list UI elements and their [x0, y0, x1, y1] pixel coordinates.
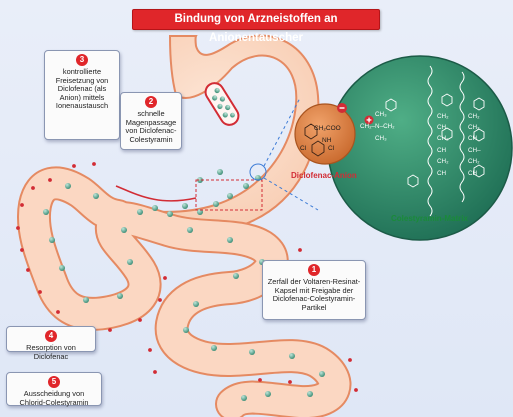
callout-3-text: kontrollierte Freisetzung von Diclofenac… [55, 67, 109, 111]
svg-text:CH–: CH– [468, 147, 481, 154]
step-number-1: 1 [308, 264, 320, 276]
release-zone [195, 179, 263, 211]
callout-2-text: schnelle Magenpassage von Diclofenac-Col… [125, 109, 177, 144]
svg-text:CH: CH [437, 147, 447, 154]
colestyramin-matrix [327, 55, 513, 241]
svg-text:CH: CH [468, 170, 478, 177]
svg-text:CH₂: CH₂ [437, 113, 449, 120]
step-number-4: 4 [45, 330, 57, 342]
intestine [17, 166, 352, 417]
matrix-label: Colestyramin-Matrix [391, 214, 468, 223]
callout-1: 1 Zerfall der Voltaren-Resinat-Kapsel mi… [262, 260, 366, 320]
zoom-lines [249, 97, 319, 211]
callout-3: 3 kontrollierte Freisetzung von Diclofen… [44, 50, 120, 140]
passage-arrow [115, 185, 197, 202]
svg-text:CH₂COO: CH₂COO [314, 125, 341, 132]
svg-text:CH₂: CH₂ [468, 124, 480, 131]
callout-4-text: Resorption von Diclofenac [26, 343, 76, 361]
svg-text:CH₂–N–CH₂: CH₂–N–CH₂ [360, 123, 395, 130]
svg-text:CH₃: CH₃ [375, 135, 387, 142]
absorption-arrows [16, 162, 358, 392]
callout-5: 5 Ausscheidung von Chlorid-Colestyramin [6, 372, 102, 406]
svg-text:Cl: Cl [328, 145, 335, 152]
chem-formula-diclofenac: CH₂COO NH Cl Cl [300, 125, 341, 152]
svg-text:CH: CH [468, 135, 478, 142]
callout-4: 4 Resorption von Diclofenac [6, 326, 96, 360]
step-number-2: 2 [145, 96, 157, 108]
step-number-5: 5 [48, 376, 60, 388]
callout-5-text: Ausscheidung von Chlorid-Colestyramin [19, 389, 89, 407]
svg-text:CH: CH [437, 170, 447, 177]
capsule-icon [204, 82, 240, 126]
svg-text:CH₂: CH₂ [468, 158, 480, 165]
callout-2: 2 schnelle Magenpassage von Diclofenac-C… [120, 92, 182, 150]
svg-text:CH₂: CH₂ [437, 135, 449, 142]
svg-text:CH: CH [437, 124, 447, 131]
svg-text:NH: NH [322, 137, 332, 144]
callout-1-text: Zerfall der Voltaren-Resinat-Kapsel mit … [267, 277, 361, 312]
diclofenac-anion [294, 103, 374, 165]
svg-text:CH₃: CH₃ [375, 111, 387, 118]
diclofenac-anion-label: Diclofenac-Anion [291, 171, 357, 180]
svg-text:CH₂: CH₂ [468, 113, 480, 120]
svg-text:CH₂: CH₂ [437, 158, 449, 165]
page-title: Bindung von Arzneistoffen an Anionentaus… [132, 9, 380, 44]
step-number-3: 3 [76, 54, 88, 66]
chem-formula-matrix: CH₃ CH₂–N–CH₂ CH₃ CH₂ CH₂ CH CH₂ CH₂ CH CH C… [360, 111, 481, 177]
svg-text:Cl: Cl [300, 145, 307, 152]
